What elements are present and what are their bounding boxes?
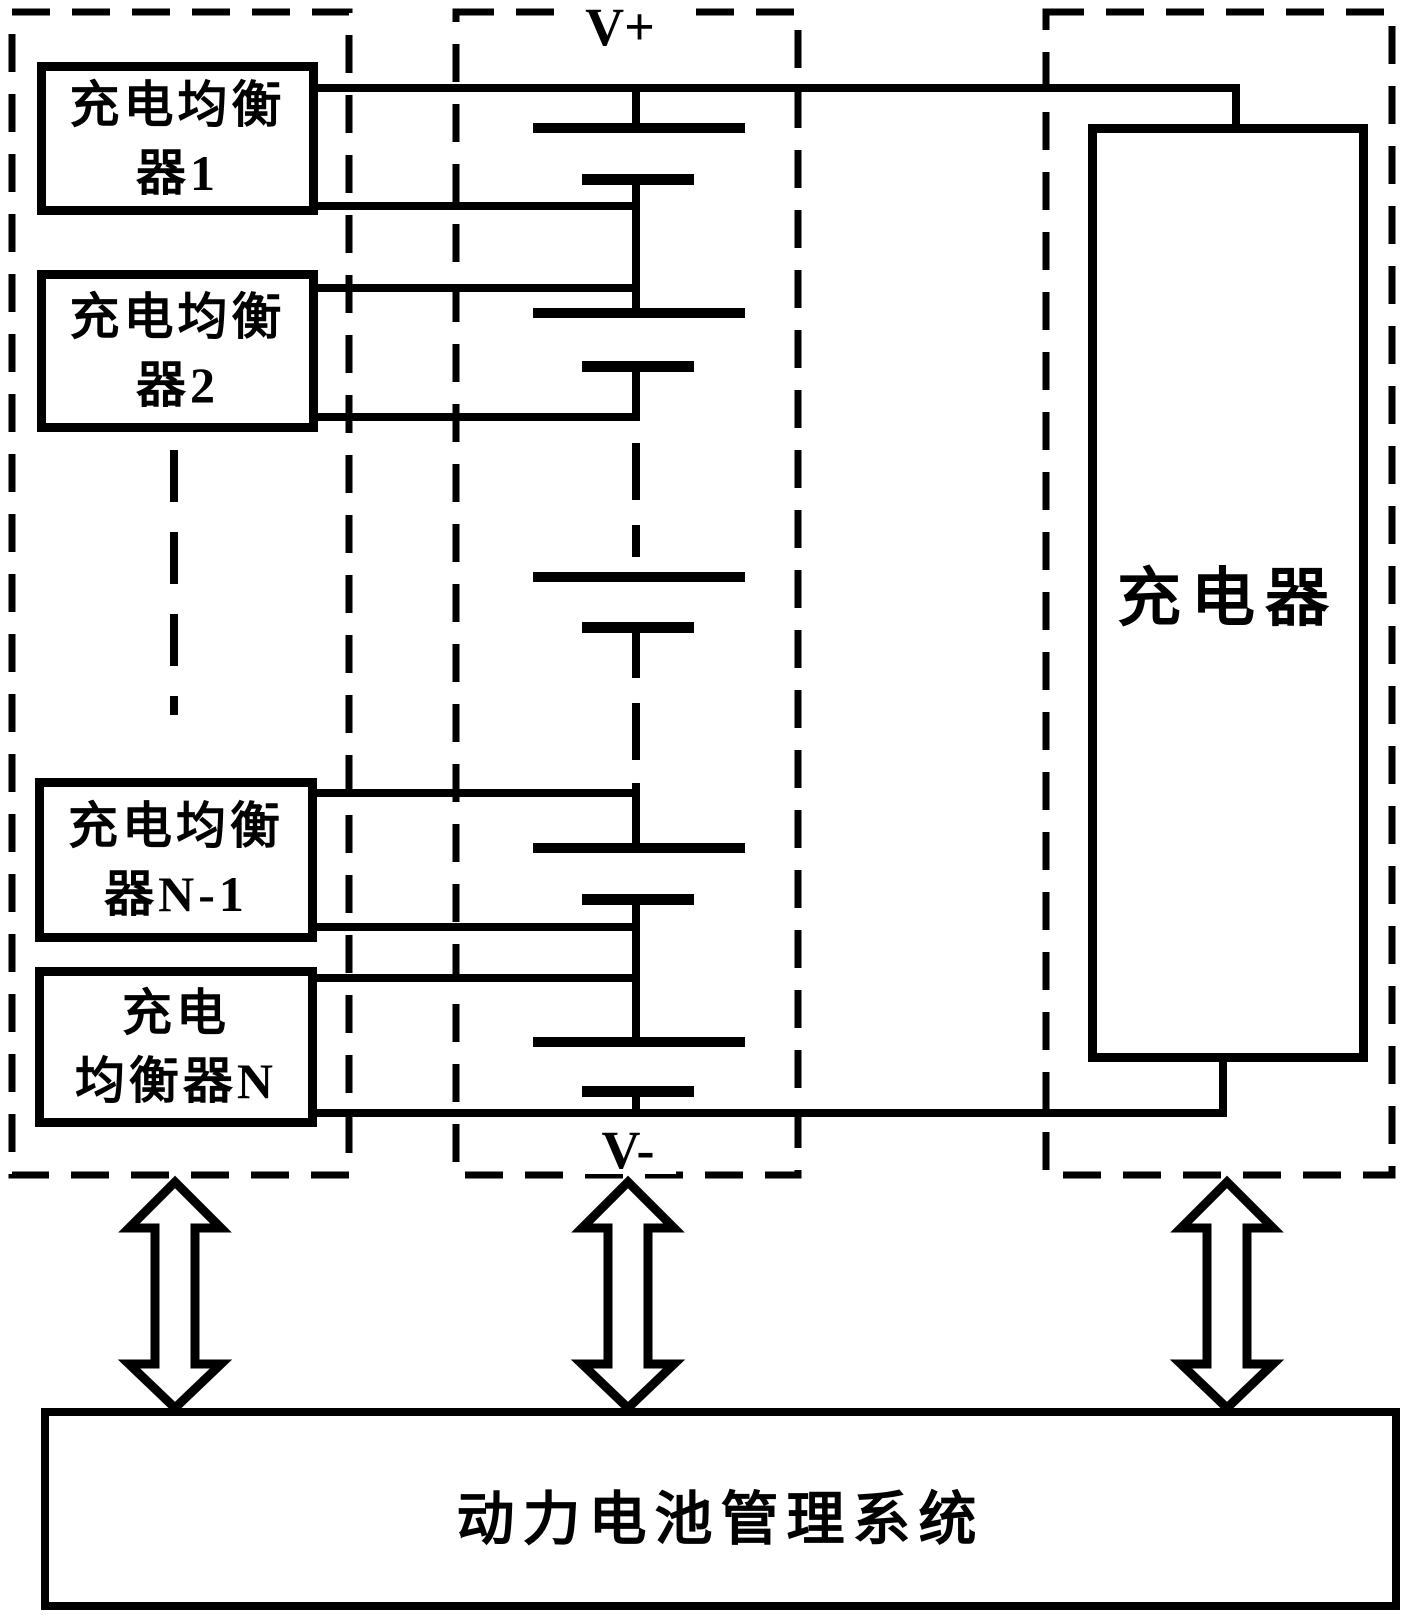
battery-cellN1-long-plate [533,843,745,853]
battery-stem-segment [632,185,640,308]
equalizer1-bottom-wire [318,202,640,210]
bms-label: 动力电池管理系统 [456,1487,985,1552]
battery-stem-elision-dash [632,443,640,500]
v-plus-drop-to-charger [1232,84,1240,132]
double-arrow-battery-bms [570,1175,686,1415]
v-minus-rise-from-charger [1219,1062,1227,1117]
battery-cellMid-short-plate [582,622,694,633]
equalizerN-label-line1: 充电 [122,985,230,1041]
equalizer1-box: 充电均衡 器1 [37,62,318,215]
v-plus-label: V+ [560,0,680,54]
battery-stem-elision-dash [632,703,640,760]
charger-label: 充电器 [1117,563,1339,634]
battery-cell2-long-plate [533,308,745,318]
battery-cellN-short-plate [582,1086,694,1097]
charger-group-frame [1042,8,1396,1179]
charger-box: 充电器 [1088,124,1368,1062]
battery-cellMid-long-plate [533,572,745,582]
equalizerN1-box: 充电均衡 器N-1 [35,778,317,942]
equalizer2-label-line1: 充电均衡 [69,289,286,345]
battery-stem-segment [632,904,640,1037]
battery-cell1-long-plate [533,123,745,133]
equalizer1-label-line1: 充电均衡 [69,76,286,133]
v-minus-label: V- [580,1123,676,1177]
double-arrow-equalizers-bms [117,1175,233,1415]
battery-cellN-long-plate [533,1037,745,1047]
battery-stem-segment [632,372,640,421]
battery-stem-segment [632,92,640,123]
equalizerN1-top-wire [317,789,640,797]
battery-stem-elision-dash [632,525,640,557]
equalizer-group-frame [8,8,353,1179]
equalizerN1-bottom-wire [317,923,640,931]
battery-cell1-short-plate [582,174,694,185]
battery-stem-segment [632,1097,640,1117]
equalizer2-top-wire [318,284,640,292]
equalizer2-label-line2: 器2 [136,357,219,413]
battery-stem-segment [632,783,640,843]
equalizer2-bottom-wire [318,413,640,421]
equalizerN1-label-line1: 充电均衡 [68,798,284,854]
equalizerN-label-line2: 均衡器N [74,1053,278,1109]
v-plus-bus-wire [318,84,1240,92]
equalizer2-box: 充电均衡 器2 [37,270,318,432]
equalizerN-box: 充电 均衡器N [35,967,317,1127]
v-minus-bus-wire [317,1109,1227,1117]
battery-stem-segment [632,632,640,678]
equalizerN-top-wire [317,974,640,982]
equalizer1-label-line2: 器1 [136,144,219,201]
equalizerN1-label-line2: 器N-1 [104,866,248,922]
bms-box: 动力电池管理系统 [41,1408,1400,1610]
battery-cell2-short-plate [582,361,694,372]
battery-pack-frame [452,8,802,1179]
double-arrow-charger-bms [1169,1175,1285,1415]
battery-cellN1-short-plate [582,894,694,905]
